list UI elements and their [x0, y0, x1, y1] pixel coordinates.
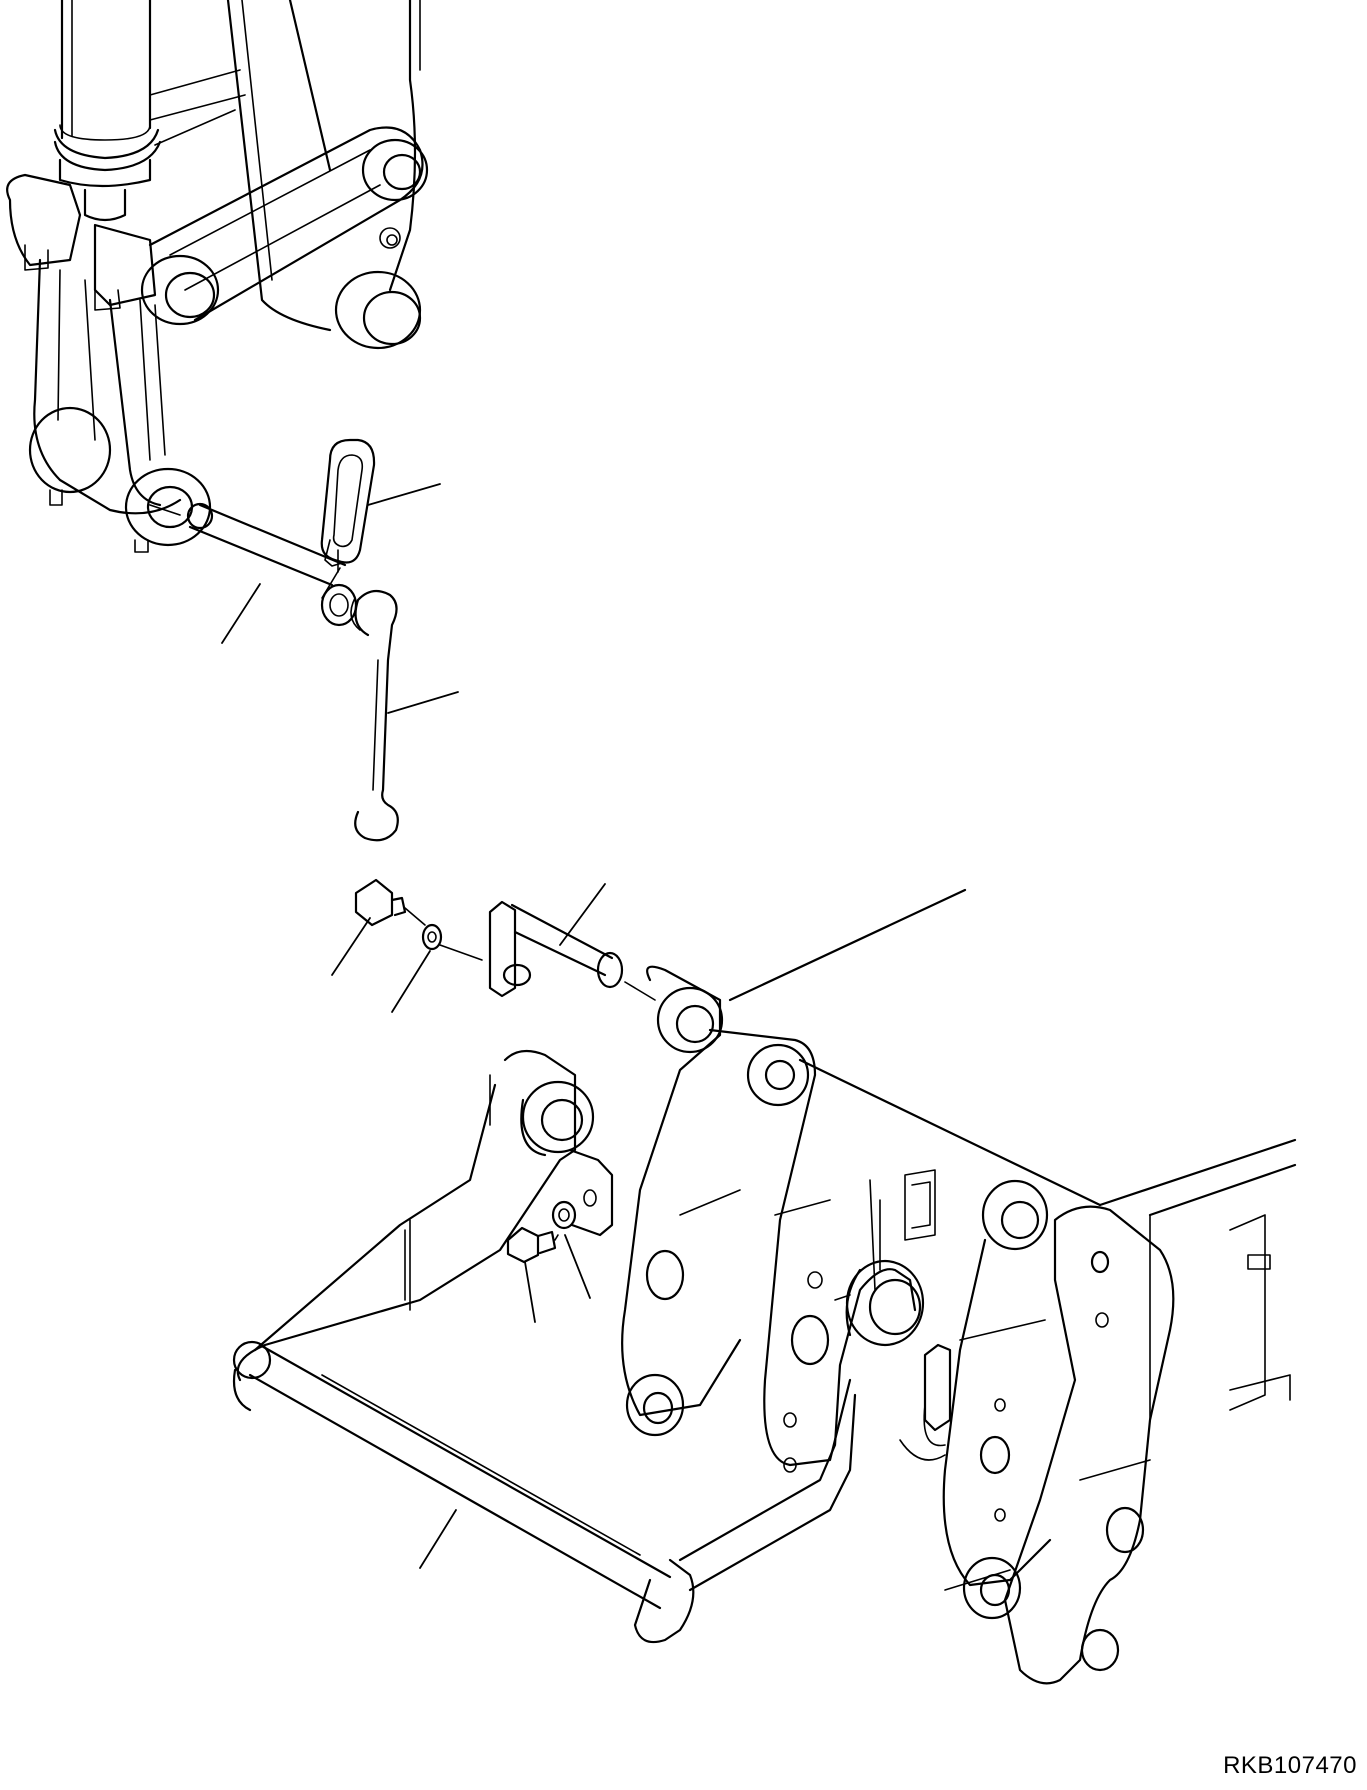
washer [391, 907, 483, 1013]
boom-arm-frame-leader [419, 1509, 457, 1569]
tilt-cylinder-and-link-assembly [6, 0, 429, 553]
lower-washer [551, 1200, 591, 1299]
bolt [331, 878, 407, 976]
figure-code: RKB107470 [1223, 1752, 1357, 1779]
lower-bolt [506, 1226, 557, 1323]
lock-plate-pin [488, 883, 656, 1001]
wire-retainer [350, 589, 459, 842]
bucket-hinge-frame [621, 888, 1297, 1685]
boom-arm-frame [232, 1049, 925, 1644]
snap-pin [320, 438, 441, 567]
